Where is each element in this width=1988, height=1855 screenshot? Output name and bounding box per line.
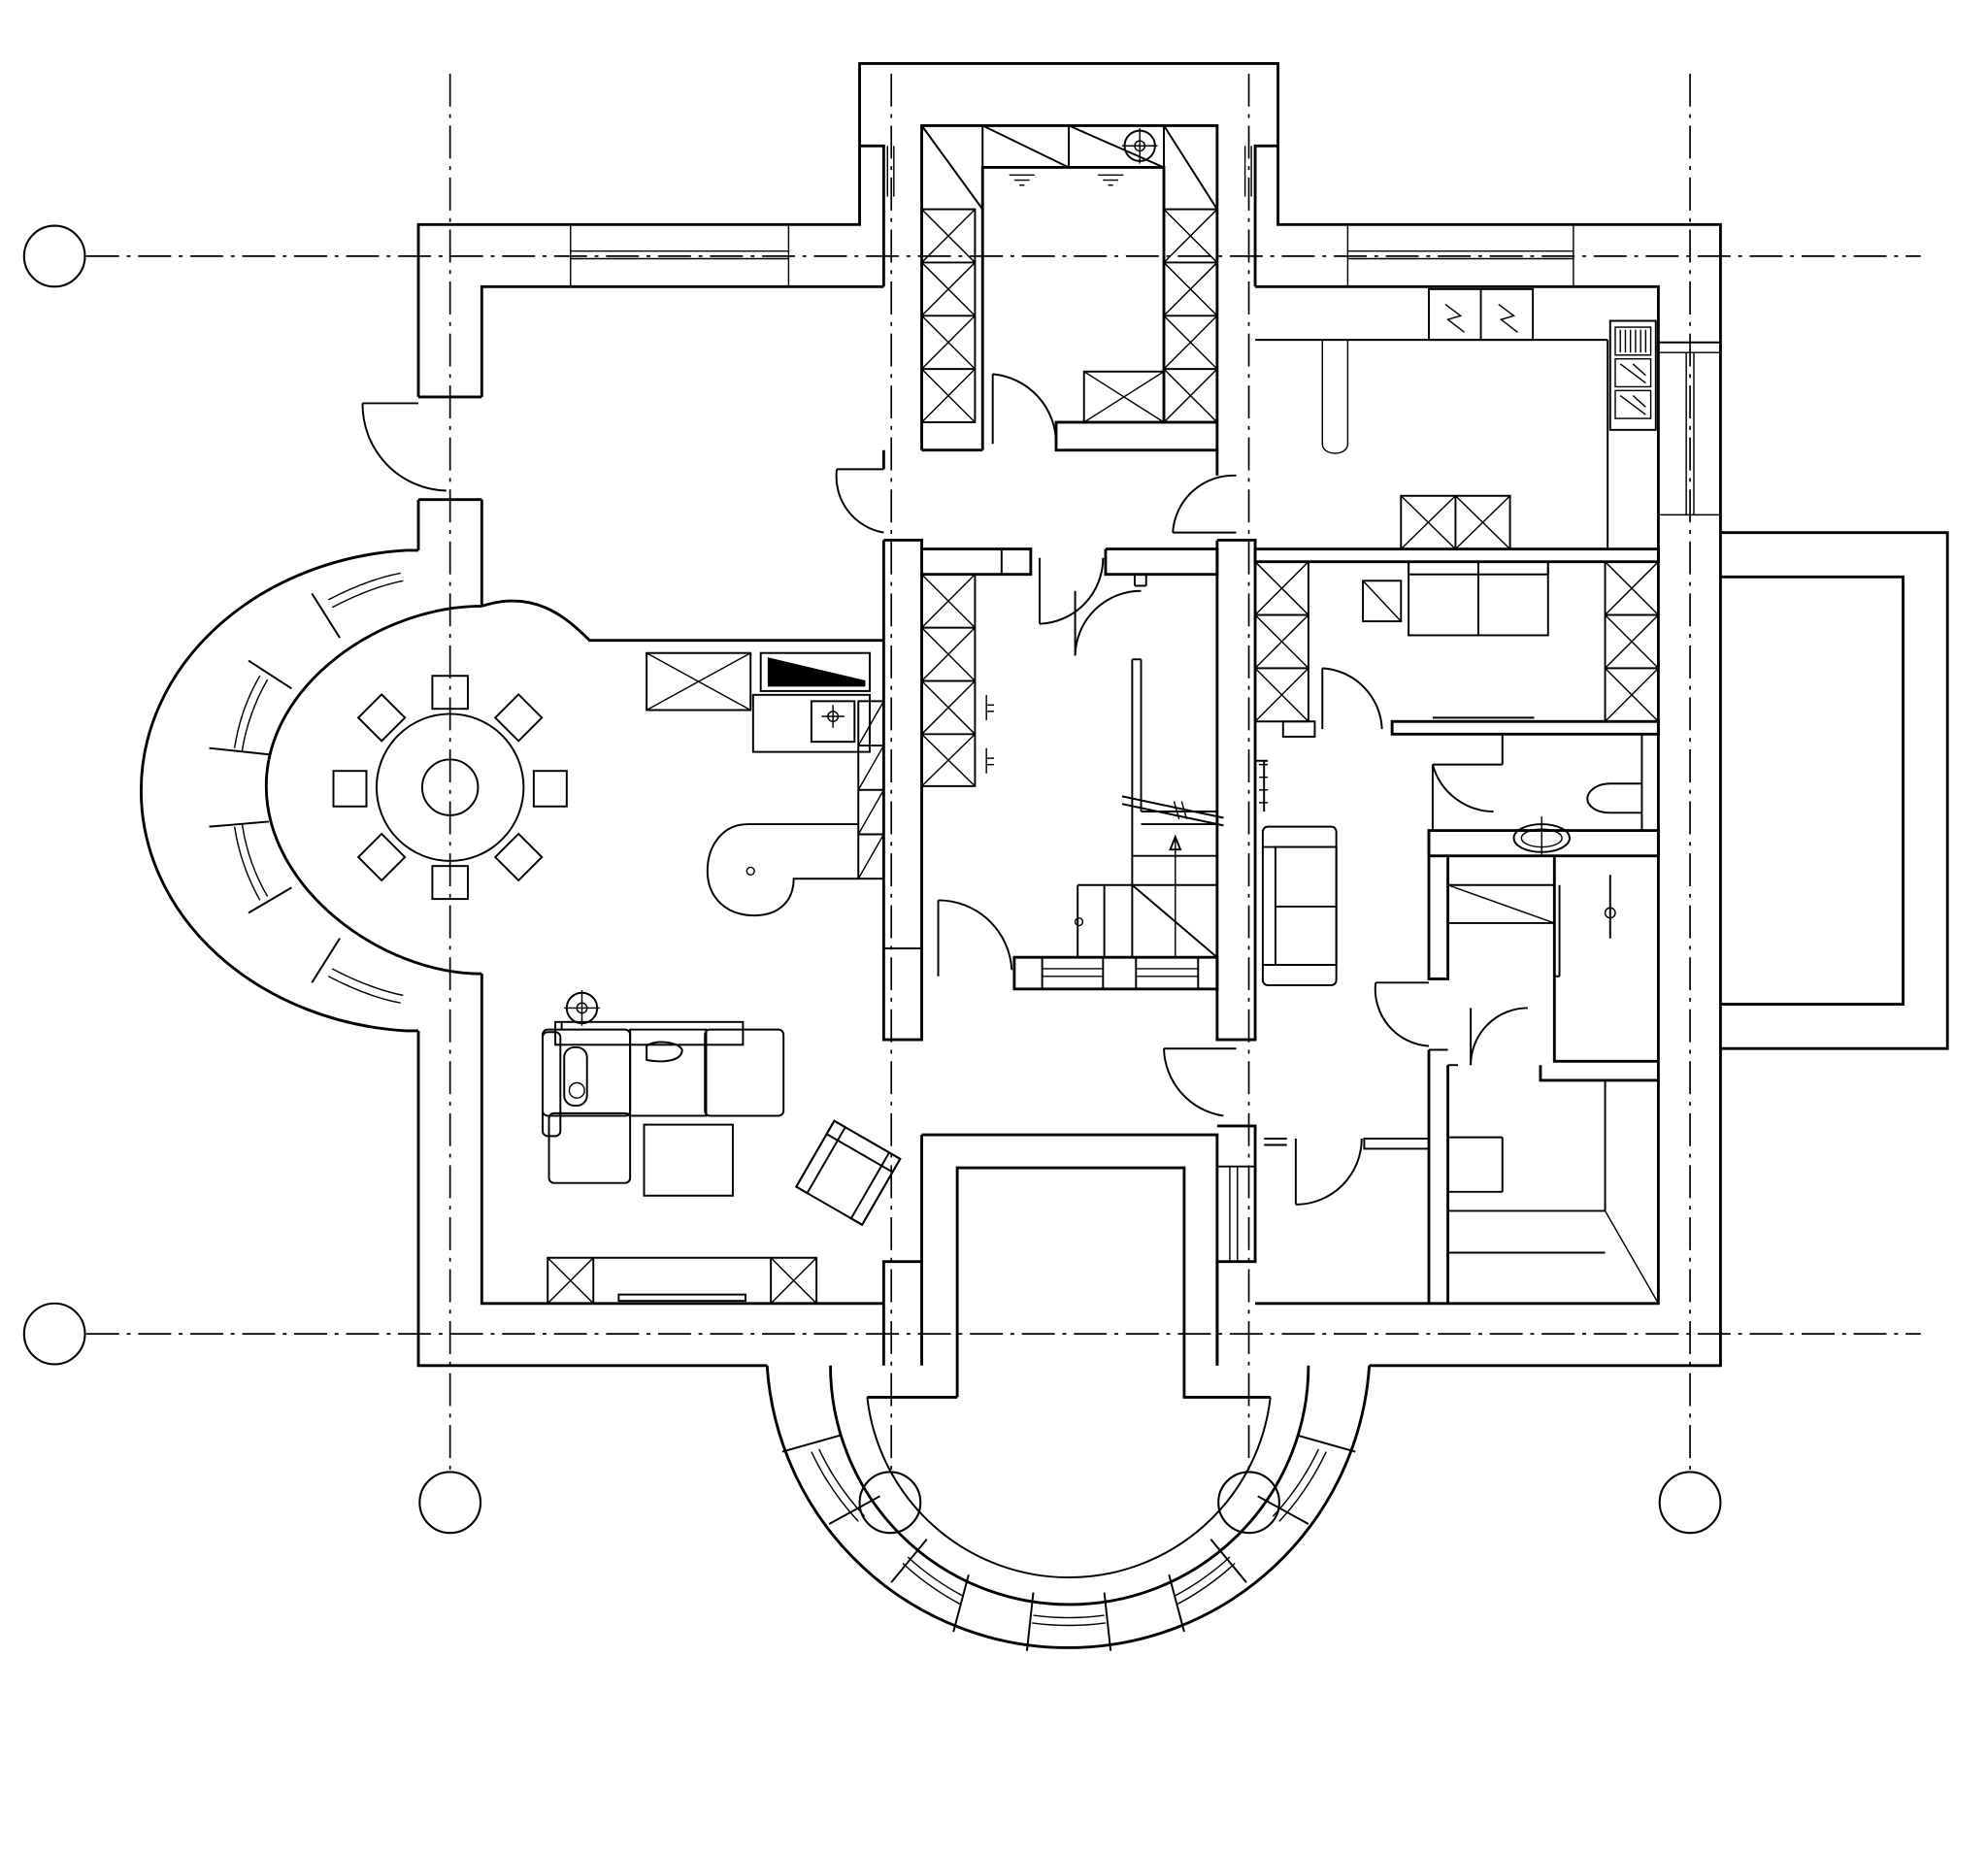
corridor-door-west[interactable] (835, 468, 884, 534)
dining-table (375, 712, 525, 862)
storage-column-living (857, 700, 885, 880)
axis-bubble-h-top (22, 224, 86, 288)
central-core (835, 449, 1287, 1399)
wc-door[interactable] (1431, 764, 1494, 831)
axis-bubble-v-4 (1658, 1471, 1722, 1535)
fireplace-wall-unit (547, 1256, 818, 1305)
grid-axes (22, 73, 1921, 1535)
storage-column-core (920, 573, 977, 787)
east-hall (1255, 733, 1660, 1305)
hall-door-bottom[interactable] (1294, 1138, 1363, 1206)
storage-column-right-top (1163, 208, 1218, 423)
staircase (1074, 658, 1224, 958)
north-bath-room (859, 123, 1278, 452)
hall-door-right[interactable] (1470, 1007, 1528, 1066)
kitchen-counter (646, 651, 871, 753)
coffee-table (643, 1123, 734, 1197)
dining-chairs (332, 675, 568, 901)
core-door-left[interactable] (937, 899, 1013, 977)
exterior-walls (405, 61, 1722, 1368)
floor-lamp-icon (564, 990, 600, 1026)
armchair (794, 1119, 902, 1227)
kitchen-east (1253, 287, 1660, 564)
shower-cabin (1447, 855, 1659, 1063)
entrance-door-west[interactable] (361, 402, 447, 492)
cooktop-icon (767, 657, 866, 687)
island-table (706, 823, 859, 917)
core-door-top-right[interactable] (1074, 589, 1142, 656)
axis-bubble-v-1 (418, 1471, 482, 1535)
south-bay-window (765, 1365, 1372, 1651)
axis-bubble-v-3 (1217, 1471, 1280, 1535)
east-bedroom (1254, 560, 1660, 738)
corridor-door-south[interactable] (1163, 1047, 1237, 1117)
east-terrace (1658, 341, 1949, 1050)
sofa-group (542, 990, 785, 1184)
west-bay-window (139, 548, 884, 1033)
corridor-door-east[interactable] (1172, 474, 1237, 534)
storage-column-left-top (920, 208, 977, 423)
hall-door-left[interactable] (1374, 981, 1430, 1047)
bath-door[interactable] (991, 373, 1057, 445)
wc-fixtures (1512, 734, 1643, 858)
bedroom-door[interactable] (1321, 667, 1383, 730)
axis-bubble-h-bottom (22, 1302, 86, 1366)
shower-head-icon (1121, 127, 1158, 164)
hall-sofa (1261, 825, 1338, 986)
core-door-top-left[interactable] (1039, 557, 1105, 625)
